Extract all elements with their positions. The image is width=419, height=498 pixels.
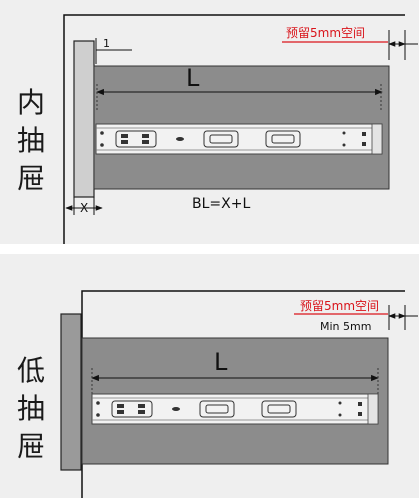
reserve-space-label-low: 预留5mm空间 [300, 299, 380, 313]
drawer-front [73, 40, 95, 198]
inner-drawer-title: 内 抽 屉 [14, 84, 48, 198]
slide-rail-icon [91, 393, 379, 425]
title-char: 抽 [16, 124, 45, 157]
slide-rail-icon [95, 123, 383, 155]
title-char: 低 [16, 354, 45, 387]
title-char: 抽 [16, 392, 45, 425]
reserve-space-label: 预留5mm空间 [286, 26, 366, 40]
title-char: 屉 [16, 430, 45, 463]
x-label: X [80, 201, 89, 215]
low-drawer-title: 低 抽 屉 [14, 352, 48, 466]
thickness-label: 1 [103, 37, 110, 50]
length-label: L [186, 64, 200, 92]
title-char: 内 [16, 86, 45, 119]
drawer-front-low [60, 313, 82, 471]
min-gap-label: Min 5mm [320, 320, 372, 333]
formula-label: BL=X+L [192, 196, 251, 212]
length-label-low: L [214, 348, 228, 376]
cabinet-outline [63, 14, 405, 244]
title-char: 屉 [16, 162, 45, 195]
